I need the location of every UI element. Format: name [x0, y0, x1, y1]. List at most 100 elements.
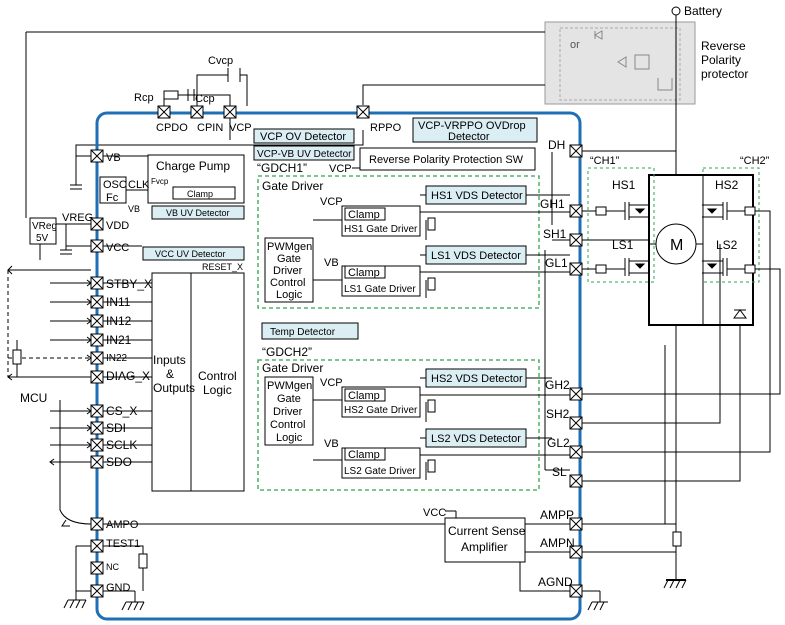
fvcp-label: Fvcp — [151, 177, 169, 186]
vcp-top-label: VCP — [229, 122, 252, 134]
rp-label-1: Reverse — [701, 39, 746, 53]
ls2-vds-label: LS2 VDS Detector — [431, 433, 521, 445]
vcc-amp-label: VCC — [423, 507, 446, 519]
pin-vdd — [90, 217, 104, 231]
ampn-label: AMPN — [540, 536, 575, 550]
vcp-ov-label: VCP OV Detector — [260, 131, 346, 143]
csa-label-2: Amplifier — [461, 540, 508, 554]
shunt-resistor — [672, 531, 682, 547]
pwmgen1-label-2: Gate — [277, 253, 301, 265]
io-control-block — [151, 272, 245, 492]
rcp-label: Rcp — [134, 92, 154, 104]
hs1-vds-label: HS1 VDS Detector — [431, 190, 523, 202]
rppo-label: RPPO — [370, 122, 402, 134]
ampo-label: AMPO — [106, 519, 139, 531]
osc-block — [99, 176, 127, 204]
ls2-mosfet — [702, 258, 756, 276]
nc-label: NC — [106, 562, 119, 572]
reset-x-label: RESET_X — [202, 262, 243, 272]
rpp-sw-label: Reverse Polarity Protection SW — [369, 154, 524, 166]
vreg-5v-box — [29, 217, 57, 245]
pin-cpdo — [157, 105, 171, 119]
vcp-vb-uv-detector — [253, 145, 355, 161]
mcu-pins — [90, 276, 104, 469]
ch1-group — [587, 167, 655, 283]
motor-label: M — [670, 237, 683, 254]
vcc-uv-detector — [142, 246, 245, 261]
cvcp-label: Cvcp — [208, 55, 233, 67]
pwmgen1-label-4: Control — [270, 277, 305, 289]
hs2-clamp-label: Clamp — [348, 390, 380, 402]
dh-label: DH — [548, 138, 565, 152]
ls1-mosfet — [595, 258, 649, 276]
test1-resistor — [138, 553, 148, 569]
inputs-label-1: Inputs — [153, 353, 186, 367]
ampp-label: AMPP — [540, 508, 574, 522]
or-label: or — [570, 39, 580, 51]
hs1-label: HS1 — [612, 178, 636, 192]
vb-uv-detector — [151, 205, 245, 220]
csa-label-1: Current Sense — [448, 524, 526, 538]
pwmgen1-label-5: Logic — [276, 289, 303, 301]
pwmgen2-label-4: Control — [270, 419, 305, 431]
ccp-label: Ccp — [195, 93, 215, 105]
ls1-vb-label: VB — [324, 257, 339, 269]
gdch2-label: “GDCH2” — [262, 345, 312, 359]
sl-label: SL — [552, 465, 567, 479]
sh2-label: SH2 — [546, 407, 570, 421]
vb-pin-label: VB — [106, 152, 121, 164]
gh2-label: GH2 — [545, 378, 570, 392]
vcc-pin-label: VCC — [106, 242, 129, 254]
gl2-label: GL2 — [547, 436, 570, 450]
pwmgen2-label-5: Logic — [276, 432, 303, 444]
hs2-label: HS2 — [715, 178, 739, 192]
pwmgen2-label-1: PWMgen — [267, 380, 312, 392]
gnd-label: GND — [106, 582, 131, 594]
ls2-vb-label: VB — [324, 438, 339, 450]
cvcp-capacitor — [227, 68, 241, 82]
pin-vcp — [223, 105, 237, 119]
stby-label: STBY_X — [106, 277, 152, 291]
ic-boundary — [95, 111, 582, 621]
cpdo-label: CPDO — [156, 122, 188, 134]
hs1-mosfet — [595, 202, 649, 220]
ls1-label: LS1 — [612, 238, 634, 252]
vcp-vb-uv-label: VCP-VB UV Detector — [257, 149, 352, 160]
gh1-label: GH1 — [540, 197, 565, 211]
control-label-2: Logic — [203, 383, 232, 397]
gd2-title: Gate Driver — [262, 361, 323, 375]
temp-detector — [261, 322, 359, 340]
battery-terminal — [671, 6, 681, 16]
ls1-vds-label: LS1 VDS Detector — [431, 250, 521, 262]
pin-ampo — [90, 517, 104, 531]
vcp-vrppo-label-2: Detector — [448, 131, 490, 143]
temp-label: Temp Detector — [270, 327, 336, 338]
pin-vcc — [90, 239, 104, 253]
pin-cpin — [190, 105, 204, 119]
current-sense-amplifier — [444, 517, 526, 563]
cp-clamp-label: Clamp — [187, 189, 213, 199]
charge-pump-label: Charge Pump — [156, 159, 230, 173]
ls2-label: LS2 — [716, 238, 738, 252]
hs2-gd-label: HS2 Gate Driver — [344, 405, 418, 416]
gdch2-group — [257, 359, 540, 491]
vreg-pin-label: VREG — [62, 212, 93, 224]
pwmgen1-label-1: PWMgen — [267, 241, 312, 253]
ls2-clamp-label: Clamp — [348, 449, 380, 461]
osc-label-1: OSC — [103, 179, 127, 191]
osc-label-2: Fc — [106, 192, 119, 204]
gdch1-group — [257, 175, 540, 309]
vcp-vrppo-detector — [412, 117, 538, 143]
vcp-ov-detector — [253, 128, 355, 144]
ch1-label: “CH1” — [590, 155, 620, 167]
hs1-vcp-label: VCP — [320, 196, 343, 208]
hs2-mosfet — [702, 202, 756, 220]
ls1-clamp-label: Clamp — [348, 267, 380, 279]
clk-label: CLK — [128, 179, 150, 191]
vreg-box-label-1: VReg — [32, 221, 57, 232]
inputs-label-2: & — [166, 367, 174, 381]
vcp-to-gd-label: VCP — [329, 163, 352, 175]
ls2-gd-label: LS2 Gate Driver — [344, 466, 416, 477]
pin-test1 — [90, 539, 104, 553]
